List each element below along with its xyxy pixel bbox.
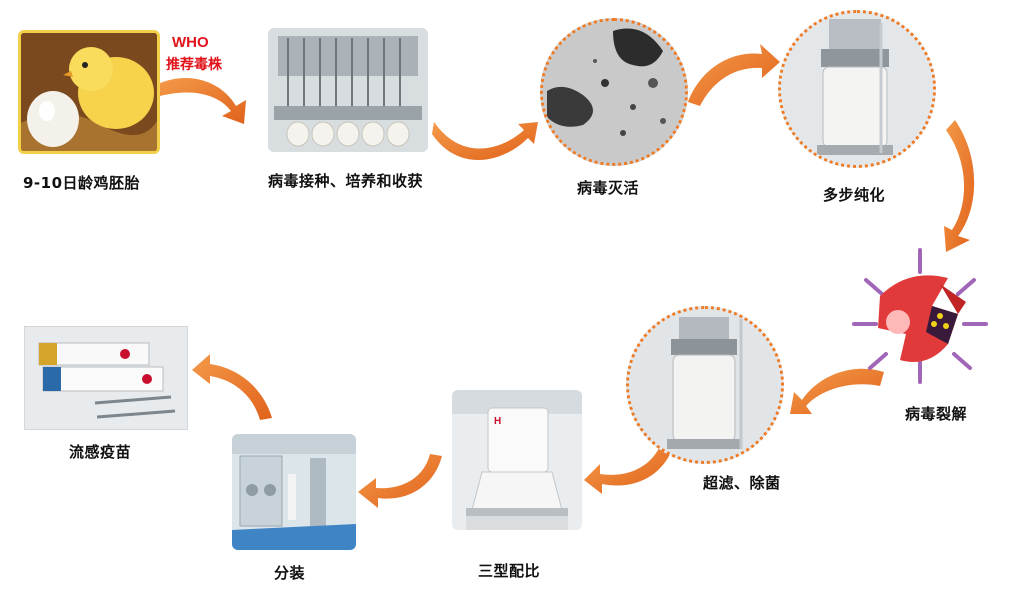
- virus-micrograph-photo: [540, 18, 688, 166]
- step-4-label: 多步纯化: [823, 186, 886, 204]
- arrow-1: [158, 78, 246, 124]
- arrow-4: [944, 120, 975, 252]
- svg-text:H: H: [494, 416, 501, 427]
- who-strain-label: 推荐毒株: [166, 57, 222, 73]
- step-8-label: 分装: [274, 564, 306, 582]
- step-6-label: 超滤、除菌: [703, 474, 781, 492]
- step-7-label: 三型配比: [478, 562, 541, 580]
- purification-tank-photo: [778, 10, 936, 168]
- split-virus-illustration: [848, 244, 992, 386]
- egg-inoculation-machine-photo: [268, 28, 428, 152]
- step-3-label: 病毒灭活: [577, 179, 640, 197]
- arrow-2: [432, 122, 538, 161]
- who-label: WHO: [172, 34, 209, 51]
- step-2-label: 病毒接种、培养和收获: [268, 172, 424, 190]
- chick-egg-photo: [18, 30, 160, 154]
- arrow-3: [688, 44, 780, 106]
- vaccine-box-photo: [24, 326, 188, 430]
- arrow-6: [584, 446, 672, 494]
- step-9-label: 流感疫苗: [69, 443, 132, 461]
- filling-room-photo: [232, 434, 356, 550]
- arrow-5: [790, 368, 884, 414]
- step-1-label: 9-10日龄鸡胚胎: [23, 174, 141, 192]
- arrow-8: [192, 354, 272, 420]
- mixing-tank-photo: H: [452, 390, 582, 530]
- ultrafiltration-tank-photo: [626, 306, 784, 464]
- arrow-7: [358, 454, 442, 508]
- step-5-label: 病毒裂解: [905, 405, 968, 423]
